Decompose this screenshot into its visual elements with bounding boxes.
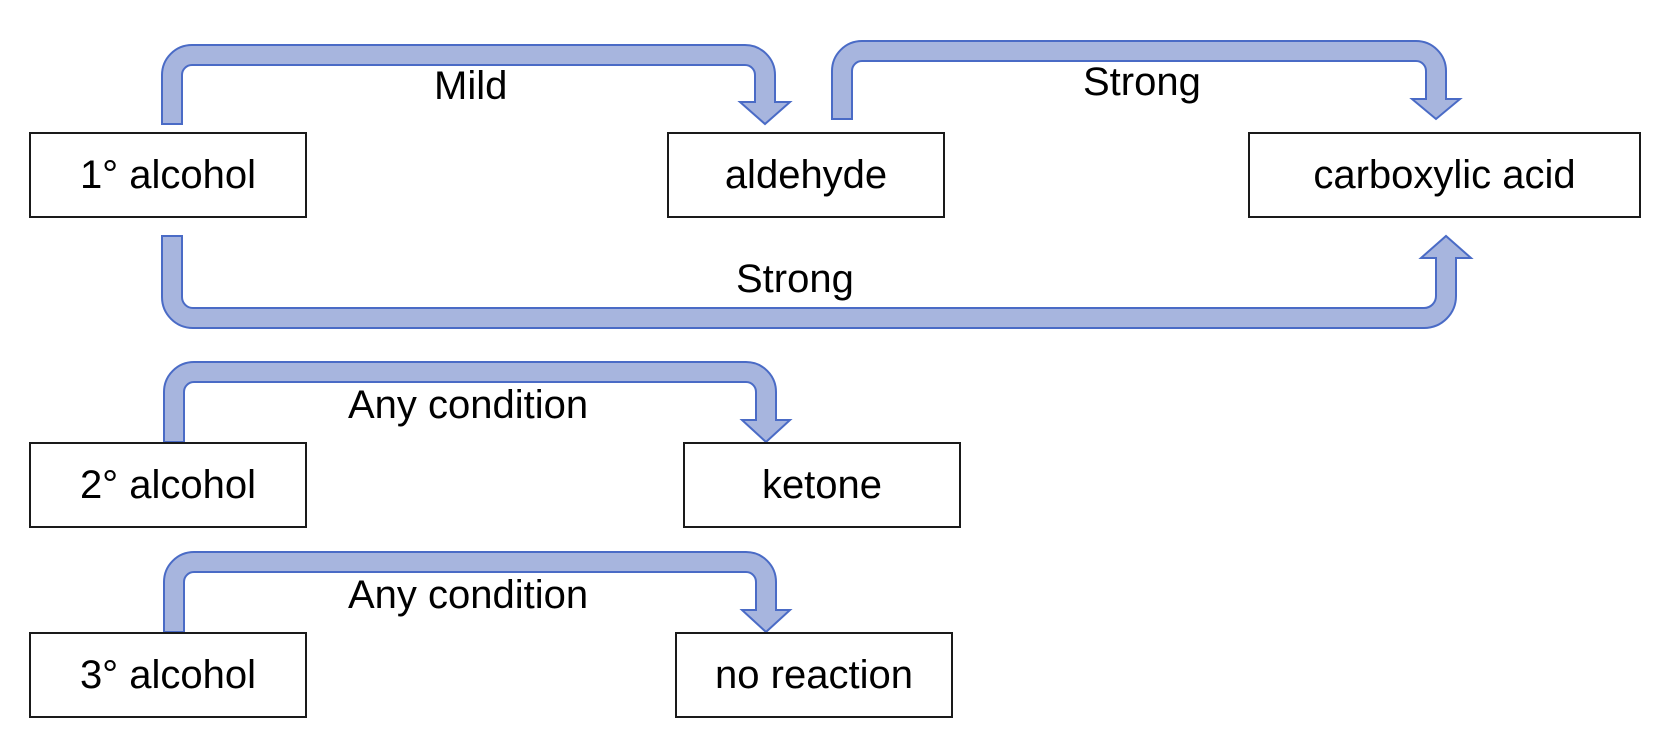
arrow-tertiary-to-no-reaction — [163, 551, 793, 634]
arrow-primary-to-acid — [161, 234, 1474, 329]
node-aldehyde: aldehyde — [667, 132, 945, 218]
arrow-primary-to-aldehyde — [161, 44, 793, 126]
node-carboxylic-acid: carboxylic acid — [1248, 132, 1641, 218]
label-mild: Mild — [434, 64, 508, 108]
label-strong-primary-to-acid: Strong — [736, 257, 854, 301]
node-primary-alcohol: 1° alcohol — [29, 132, 307, 218]
arrow-aldehyde-to-acid — [831, 40, 1463, 121]
label-any-condition-tertiary: Any condition — [348, 573, 589, 617]
label-strong-aldehyde-to-acid: Strong — [1083, 60, 1201, 104]
node-ketone: ketone — [683, 442, 961, 528]
arrow-secondary-to-ketone — [163, 361, 793, 444]
node-secondary-alcohol: 2° alcohol — [29, 442, 307, 528]
node-no-reaction: no reaction — [675, 632, 953, 718]
label-any-condition-secondary: Any condition — [348, 383, 589, 427]
node-tertiary-alcohol: 3° alcohol — [29, 632, 307, 718]
